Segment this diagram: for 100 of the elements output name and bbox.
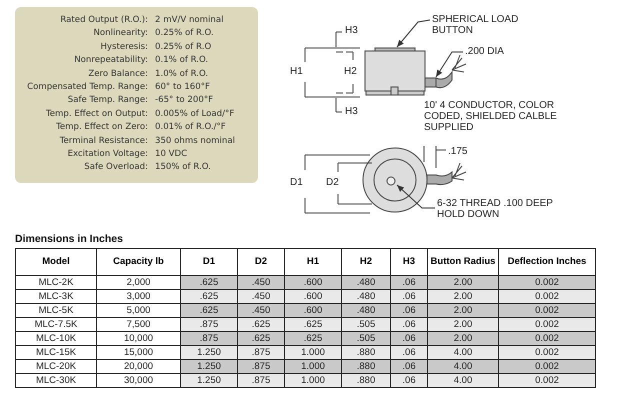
table-cell: .875 bbox=[180, 318, 238, 332]
table-cell: 1.000 bbox=[284, 346, 342, 360]
spec-value: -65° to 200°F bbox=[155, 94, 214, 106]
load-button bbox=[374, 48, 416, 52]
table-cell: .06 bbox=[390, 360, 428, 374]
dimension-label: .175 bbox=[448, 146, 468, 157]
table-title: Dimensions in Inches bbox=[15, 233, 123, 245]
spec-name: Safe Overload: bbox=[84, 161, 148, 174]
leader-line bbox=[436, 52, 464, 78]
table-cell: 0.002 bbox=[498, 318, 596, 332]
spec-value: 350 ohms nominal bbox=[155, 134, 235, 147]
table-cell: 0.002 bbox=[498, 374, 596, 388]
table-cell: 0.002 bbox=[498, 346, 596, 360]
table-cell: 0.002 bbox=[498, 276, 596, 290]
table-cell: .06 bbox=[390, 304, 428, 318]
spec-name: Zero Balance: bbox=[88, 68, 148, 80]
spec-name: Excitation Voltage: bbox=[68, 148, 148, 160]
table-cell: .450 bbox=[238, 290, 284, 304]
table-cell: .505 bbox=[342, 318, 390, 332]
table-cell: .625 bbox=[180, 304, 238, 318]
table-cell: MLC-3K bbox=[16, 290, 96, 304]
table-cell: 1.000 bbox=[284, 374, 342, 388]
leader-line bbox=[396, 20, 430, 48]
table-cell: MLC-2K bbox=[16, 276, 96, 290]
table-cell: 0.002 bbox=[498, 332, 596, 346]
table-cell: 1.250 bbox=[180, 346, 238, 360]
table-cell: .625 bbox=[180, 290, 238, 304]
table-cell: 1.250 bbox=[180, 374, 238, 388]
dimension-label: H3 bbox=[345, 106, 358, 117]
table-cell: 0.002 bbox=[498, 290, 596, 304]
table-cell: 0.002 bbox=[498, 304, 596, 318]
table-cell: .875 bbox=[238, 374, 284, 388]
table-cell: .06 bbox=[390, 374, 428, 388]
table-cell: .450 bbox=[238, 304, 284, 318]
spec-value: 0.01% of R.O./°F bbox=[155, 121, 226, 134]
table-cell: .875 bbox=[180, 332, 238, 346]
spec-value: 0.25% of R.O. bbox=[155, 27, 214, 40]
table-cell: 5,000 bbox=[96, 304, 180, 318]
table-cell: .480 bbox=[342, 276, 390, 290]
table-cell: .600 bbox=[284, 304, 342, 318]
table-cell: .450 bbox=[238, 276, 284, 290]
spec-value: 2 mV/V nominal bbox=[155, 14, 224, 26]
table-cell: .875 bbox=[238, 360, 284, 374]
spec-value: 0.25% of R.O bbox=[155, 40, 212, 53]
table-cell: 20,000 bbox=[96, 360, 180, 374]
table-cell: 1.000 bbox=[284, 360, 342, 374]
column-header: Model bbox=[16, 248, 96, 276]
table-cell: .875 bbox=[238, 346, 284, 360]
spec-name: Rated Output (R.O.): bbox=[60, 14, 148, 26]
dimension-label: H3 bbox=[345, 25, 358, 36]
spec-value: 0.005% of Load/°F bbox=[155, 108, 234, 120]
table-cell: 4.00 bbox=[428, 346, 498, 360]
callout-text: SPHERICAL LOAD BUTTON bbox=[432, 14, 552, 36]
table-cell: MLC-15K bbox=[16, 346, 96, 360]
table-cell: .625 bbox=[284, 332, 342, 346]
table-cell: MLC-30K bbox=[16, 374, 96, 388]
table-cell: MLC-5K bbox=[16, 304, 96, 318]
table-cell: 2,000 bbox=[96, 276, 180, 290]
spec-value: 10 VDC bbox=[155, 148, 188, 160]
table-cell: 4.00 bbox=[428, 360, 498, 374]
thread-hole bbox=[386, 176, 396, 186]
cable-fitting bbox=[424, 78, 436, 88]
table-cell: 7,500 bbox=[96, 318, 180, 332]
table-cell: .06 bbox=[390, 346, 428, 360]
table-cell: 2.00 bbox=[428, 304, 498, 318]
table-cell: .600 bbox=[284, 290, 342, 304]
table-cell: 2.00 bbox=[428, 276, 498, 290]
dimension-label: H1 bbox=[290, 66, 303, 77]
cable-note: 10' 4 CONDUCTOR, COLOR CODED, SHIELDED CALBLE SUPPLIED bbox=[424, 100, 558, 133]
table-cell: 10,000 bbox=[96, 332, 180, 346]
spec-value: 60° to 160°F bbox=[155, 81, 210, 93]
table-cell: .480 bbox=[342, 290, 390, 304]
table-cell: 15,000 bbox=[96, 346, 180, 360]
spec-name: Temp. Effect on Zero: bbox=[56, 121, 148, 134]
table-cell: MLC-7.5K bbox=[16, 318, 96, 332]
spec-name: Compensated Temp. Range: bbox=[27, 81, 148, 93]
table-cell: .625 bbox=[180, 276, 238, 290]
spec-value: 150% of R.O. bbox=[155, 161, 211, 174]
table-cell: .880 bbox=[342, 374, 390, 388]
table-cell: .06 bbox=[390, 332, 428, 346]
table-cell: .06 bbox=[390, 318, 428, 332]
table-cell: .880 bbox=[342, 360, 390, 374]
table-cell: .625 bbox=[238, 332, 284, 346]
spec-value: 0.1% of R.O. bbox=[155, 54, 208, 66]
spec-value: 1.0% of R.O. bbox=[155, 68, 208, 80]
spec-name: Temp. Effect on Output: bbox=[46, 108, 148, 120]
spec-name: Nonlinearity: bbox=[93, 27, 148, 40]
table-cell: MLC-10K bbox=[16, 332, 96, 346]
table-cell: MLC-20K bbox=[16, 360, 96, 374]
column-header: Capacity lb bbox=[96, 248, 180, 276]
table-cell: .480 bbox=[342, 304, 390, 318]
callout-text: 6-32 THREAD .100 DEEP HOLD DOWN bbox=[437, 198, 557, 220]
table-cell: .505 bbox=[342, 332, 390, 346]
spec-name: Safe Temp. Range: bbox=[68, 94, 148, 106]
callout-text: .200 DIA bbox=[465, 46, 525, 57]
table-cell: 2.00 bbox=[428, 318, 498, 332]
spec-name: Hysteresis: bbox=[100, 40, 148, 53]
table-cell: .625 bbox=[238, 318, 284, 332]
table-cell: 30,000 bbox=[96, 374, 180, 388]
table-cell: 0.002 bbox=[498, 360, 596, 374]
